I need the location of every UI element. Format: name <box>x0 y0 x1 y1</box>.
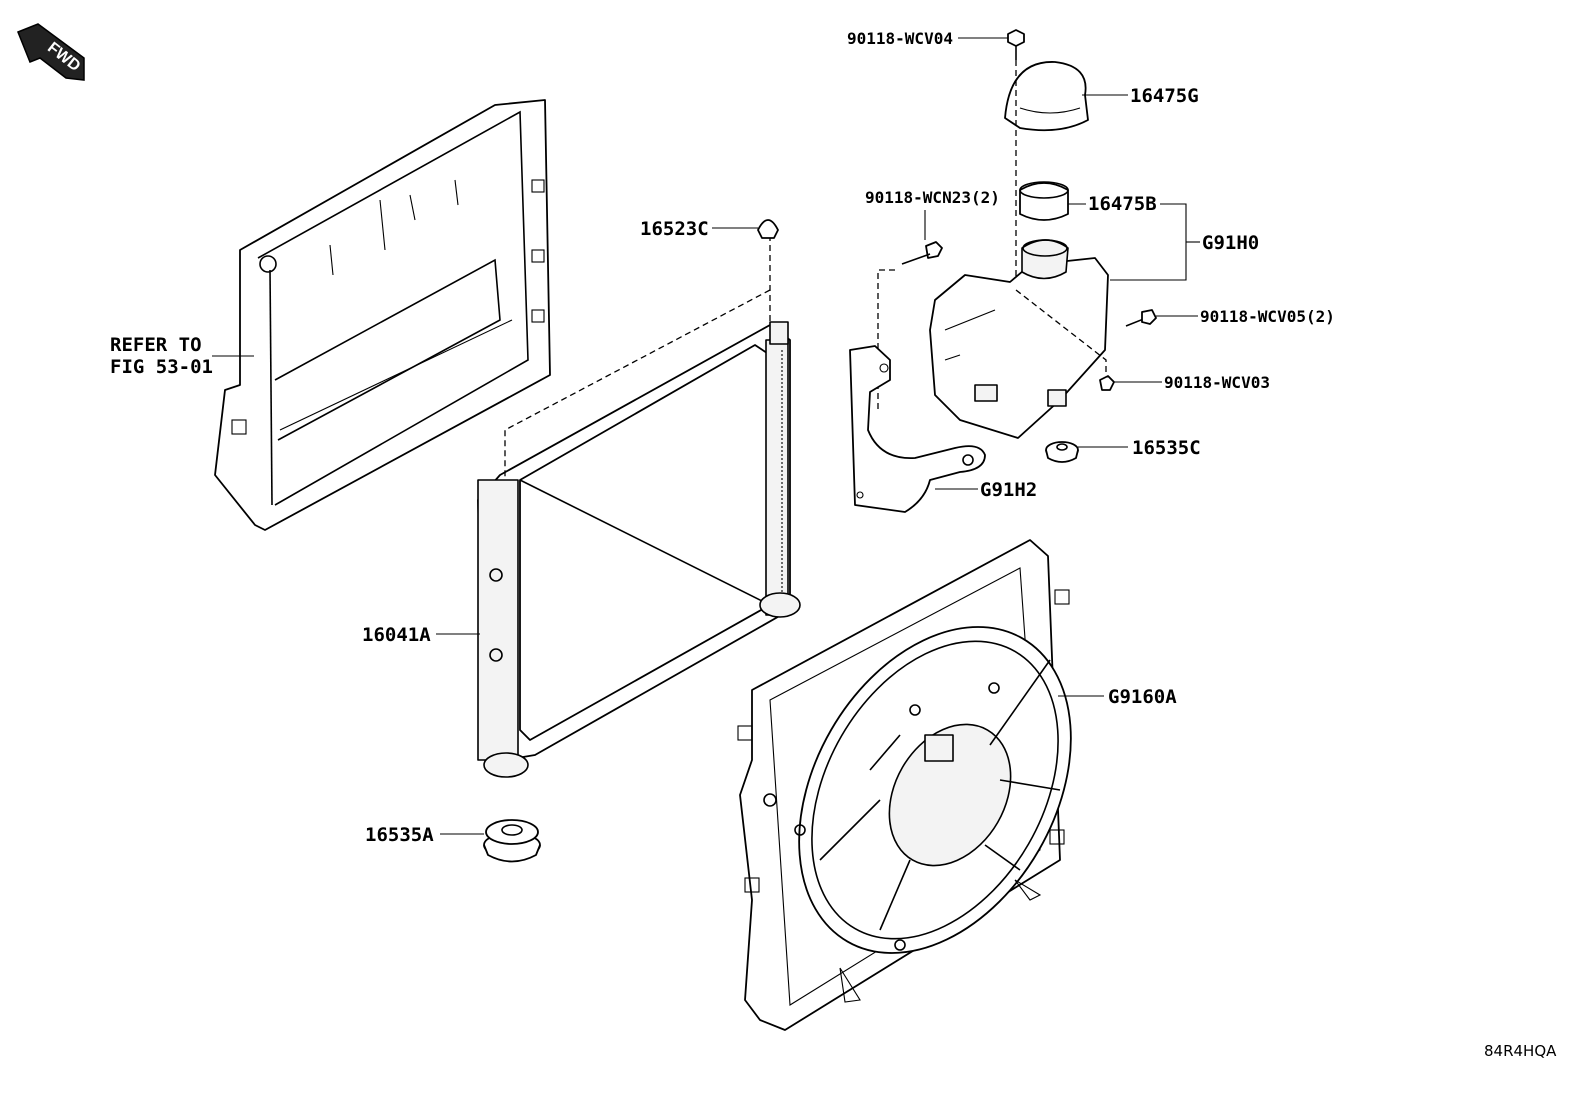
part-90118-WCV05 <box>1125 309 1157 327</box>
callout-G91H0: G91H0 <box>1202 232 1259 254</box>
callout-16535A: 16535A <box>365 824 434 846</box>
callout-16041A: 16041A <box>362 624 431 646</box>
part-16535A <box>483 819 541 863</box>
callout-90118-WCV03: 90118-WCV03 <box>1164 373 1270 392</box>
part-16475G <box>1004 61 1089 132</box>
callout-refer-line2: FIG 53-01 <box>110 356 213 378</box>
callout-refer-line1: REFER TO <box>110 334 202 356</box>
callout-90118-WCN23: 90118-WCN23(2) <box>865 188 1000 207</box>
part-16523C <box>757 219 779 239</box>
callout-90118-WCV05: 90118-WCV05(2) <box>1200 307 1335 326</box>
callout-16475G: 16475G <box>1130 85 1199 107</box>
part-90118-WCN23 <box>901 241 943 265</box>
callout-16475B: 16475B <box>1088 193 1157 215</box>
part-16535C <box>1045 441 1079 463</box>
radiator <box>477 321 801 778</box>
part-16475B <box>1019 181 1069 221</box>
callout-16523C: 16523C <box>640 218 709 240</box>
part-90118-WCV04 <box>1007 29 1025 60</box>
part-90118-WCV03 <box>1099 375 1115 391</box>
diagram-code: 84R4HQA <box>1484 1042 1557 1060</box>
radiator-support-frame <box>214 99 551 531</box>
fwd-arrow-icon: FWD <box>17 23 85 81</box>
part-G91H2 <box>849 345 986 513</box>
cooling-fan-assembly <box>737 539 1072 1031</box>
coolant-reservoir <box>929 239 1109 439</box>
callout-90118-WCV04: 90118-WCV04 <box>847 29 953 48</box>
callout-G9160A: G9160A <box>1108 686 1177 708</box>
callout-16535C: 16535C <box>1132 437 1201 459</box>
callout-G91H2: G91H2 <box>980 479 1037 501</box>
